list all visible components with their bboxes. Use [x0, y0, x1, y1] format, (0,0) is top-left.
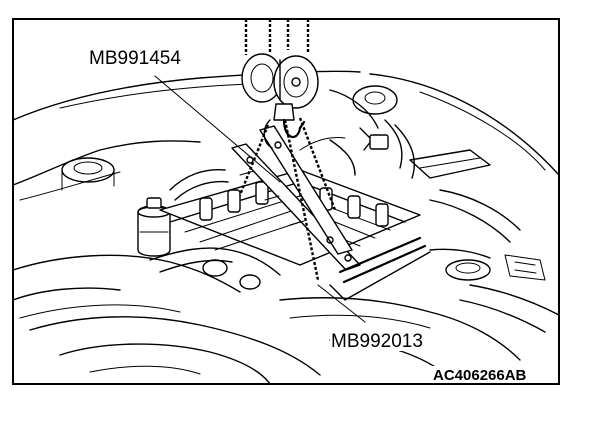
engine-hanger-bracket — [231, 125, 431, 301]
ignition-coils — [199, 181, 389, 227]
lifting-hook-assembly — [241, 19, 319, 149]
leader-line-engine-hanger — [317, 284, 366, 323]
callout-label-lifting-tool: MB991454 — [89, 48, 181, 69]
engine-bay-drawing — [12, 19, 560, 385]
figure-code: AC406266AB — [433, 367, 527, 384]
leader-line-lifting-tool — [154, 75, 281, 183]
callout-label-engine-hanger: MB992013 — [331, 331, 423, 352]
